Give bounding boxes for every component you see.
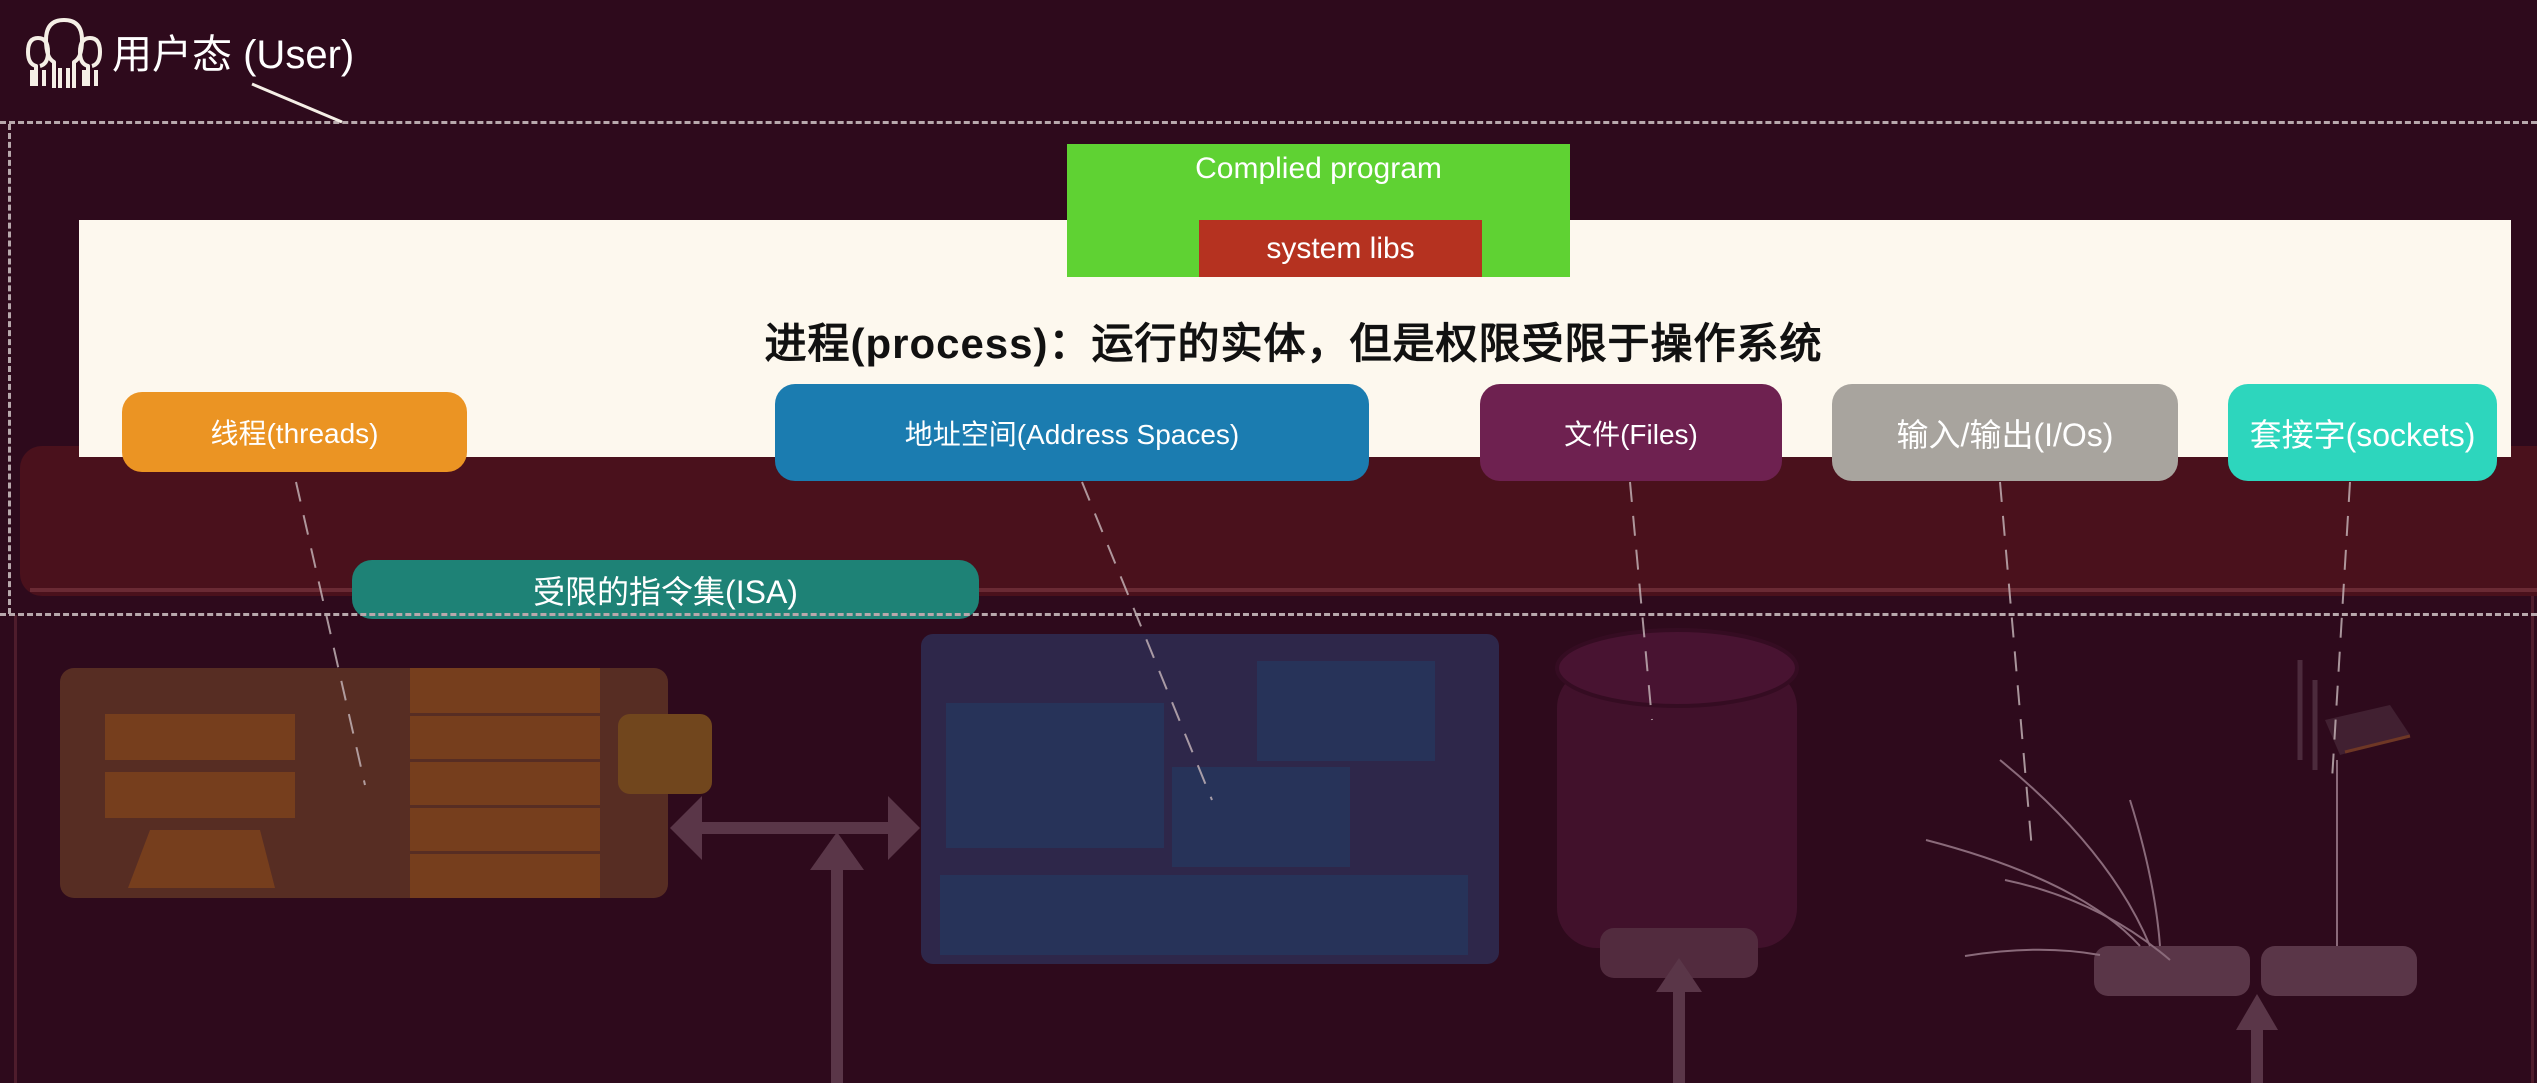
user-mode-boundary-bottom — [0, 613, 2537, 616]
bus-arrow-horizontal — [670, 796, 920, 860]
bus-arrow-vertical — [810, 832, 864, 1083]
hardware-frame-left — [14, 615, 17, 1083]
address-spaces-pill: 地址空间(Address Spaces) — [775, 384, 1369, 481]
network-card-icon — [2297, 660, 2411, 770]
cpu-icon — [60, 668, 712, 898]
system-libs-box: system libs — [1199, 220, 1482, 277]
memory-icon — [921, 634, 1499, 964]
user-mode-label: 用户态 (User) — [112, 33, 355, 77]
compiled-program-label: Complied program — [1195, 152, 1442, 185]
disk-cylinder-icon — [1555, 628, 1799, 978]
disk-arrow — [1656, 958, 1702, 1083]
files-pill: 文件(Files) — [1480, 384, 1782, 481]
sockets-pill: 套接字(sockets) — [2228, 384, 2497, 481]
user-mode-boundary-top — [0, 121, 2537, 124]
compiled-program-box: Complied program — [1067, 144, 1570, 277]
user-mode-boundary-left — [8, 124, 11, 614]
mapping-lines — [295, 481, 2351, 851]
isa-pill: 受限的指令集(ISA) — [352, 560, 979, 619]
io-cables — [1925, 759, 2338, 961]
process-title: 进程(process)：运行的实体，但是权限受限于操作系统 — [764, 320, 1823, 367]
io-devices-icon — [2094, 946, 2417, 1083]
kernel-band-edge — [30, 588, 2537, 592]
hardware-frame-right — [2531, 596, 2534, 1083]
threads-pill: 线程(threads) — [122, 392, 467, 472]
users-group-icon — [22, 8, 106, 97]
user-label-pointer — [251, 82, 343, 124]
ios-pill: 输入/输出(I/Os) — [1832, 384, 2178, 481]
